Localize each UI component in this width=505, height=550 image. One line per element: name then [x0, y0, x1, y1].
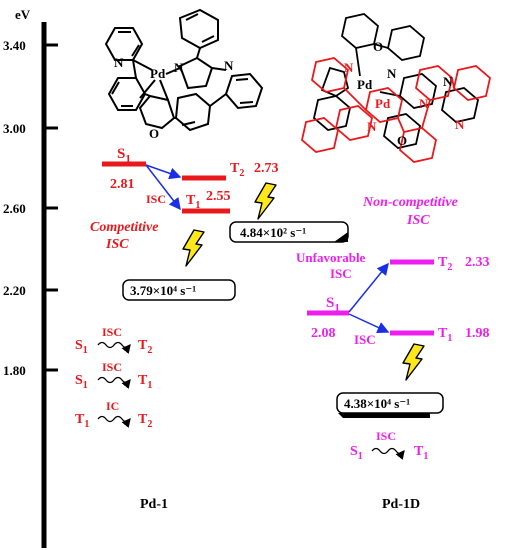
pd1d-t2-label: T2 [438, 255, 452, 273]
atom-n-label: N [443, 74, 453, 89]
pd1d-noncompetitive-label: Non-competitive [362, 195, 458, 210]
atom-n-label: N [367, 119, 377, 134]
pd1-rate-t2-box: 4.84×10² s⁻¹ [229, 221, 349, 243]
wavy-arrow-icon [97, 341, 131, 354]
lightning-icon [182, 229, 205, 267]
pd1-isc-label: ISC [146, 192, 166, 206]
pd1-competitive-isc-label: ISC [105, 237, 129, 252]
axis-tick-label: 2.20 [3, 283, 26, 298]
axis-tick: 2.20 [3, 283, 58, 298]
pd1d-t1-value: 1.98 [465, 326, 490, 341]
pd1-compound-name: Pd-1 [140, 497, 168, 512]
pd1-rate-t1-box: 3.79×10⁴ s⁻¹ [122, 279, 236, 301]
pd1-isc-arrow-t2 [145, 164, 182, 180]
pd1d-noncompetitive-isc-label: ISC [406, 213, 430, 228]
pd1-t2-value: 2.73 [254, 161, 279, 176]
pd1d-isc-arrow-t2 [348, 262, 389, 313]
pd1-molecule-atoms: N Pd N N O [114, 55, 234, 141]
pd1d-t1-label: T1 [438, 326, 452, 344]
atom-pd-label: Pd [375, 96, 391, 111]
svg-text:S1: S1 [75, 373, 88, 391]
atom-n-label: N [174, 60, 184, 75]
atom-o-label: O [373, 39, 383, 54]
wavy-arrow-icon [371, 447, 405, 460]
pd1-t2-label: T2 [230, 161, 244, 179]
pd1d-t1-level: T1 1.98 [390, 326, 490, 344]
pd1d-molecule-atoms: O Pd N N O Pd N N N N [344, 39, 465, 148]
atom-n-label: N [224, 58, 234, 73]
legend-process-label: ISC [376, 429, 396, 443]
pd1d-isc-arrow-t1 [348, 313, 390, 334]
axis-tick: 2.60 [3, 201, 58, 216]
pd1d-t2-level: T2 2.33 [390, 255, 490, 273]
pd1d-isc-label: ISC [354, 332, 376, 347]
pd1d-t2-value: 2.33 [465, 255, 490, 270]
pd1d-molecule-structure [301, 13, 491, 163]
pd1d-rate-t1: 4.38×10⁴ s⁻¹ [344, 396, 410, 411]
pd1-t2-level: T2 2.73 [182, 161, 279, 181]
svg-text:T2: T2 [138, 412, 152, 430]
axis-tick: 3.40 [3, 38, 58, 53]
atom-o-label: O [397, 133, 407, 148]
pd1-t1-value: 2.55 [206, 189, 231, 204]
wavy-arrow-icon [97, 376, 131, 389]
atom-n-label: N [344, 60, 354, 75]
pd1d-s1-level: S1 2.08 [307, 295, 349, 341]
pd1-rate-t1: 3.79×10⁴ s⁻¹ [130, 283, 196, 298]
pd1-competitive-label: Competitive [90, 220, 158, 235]
atom-n-label: N [387, 66, 397, 81]
pd1d-s1-value: 2.08 [311, 326, 336, 341]
legend-process-label: ISC [102, 325, 122, 339]
energy-axis: eV 3.40 3.00 2.60 2.20 1.80 [3, 7, 58, 548]
svg-text:S1: S1 [75, 338, 88, 356]
axis-tick: 1.80 [3, 363, 58, 378]
svg-text:T2: T2 [138, 338, 152, 356]
atom-n-label: N [419, 96, 429, 111]
axis-tick: 3.00 [3, 121, 58, 136]
pd1-legend-item: T1 IC T2 [75, 399, 152, 430]
pd1-s1-value: 2.81 [110, 177, 135, 192]
svg-text:T1: T1 [138, 373, 152, 391]
axis-unit-label: eV [15, 7, 31, 22]
axis-tick-label: 3.00 [3, 121, 26, 136]
svg-text:S1: S1 [350, 444, 363, 462]
axis-tick-label: 2.60 [3, 201, 26, 216]
lightning-icon [254, 182, 277, 220]
pd1-s1-level: S1 2.81 [102, 146, 146, 192]
pd1-legend-item: S1 ISC T2 [75, 325, 152, 356]
atom-pd-label: Pd [150, 66, 166, 81]
pd1-isc-arrow-t1 [145, 164, 181, 211]
pd1d-compound-name: Pd-1D [382, 497, 420, 512]
pd1-t1-level: T1 2.55 [182, 189, 231, 214]
legend-process-label: ISC [102, 360, 122, 374]
pd1-legend-item: S1 ISC T1 [75, 360, 152, 391]
pd1d-unfavorable-label: Unfavorable [296, 250, 366, 265]
pd1d-unfavorable-isc-label: ISC [330, 266, 352, 281]
axis-tick-label: 3.40 [3, 38, 26, 53]
pd1-rate-t2: 4.84×10² s⁻¹ [240, 225, 306, 240]
atom-n-label: N [114, 55, 124, 70]
atom-o-label: O [149, 126, 159, 141]
atom-n-label: N [455, 117, 465, 132]
legend-process-label: IC [106, 399, 119, 413]
pd1d-legend-item: S1 ISC T1 [350, 429, 428, 462]
atom-pd-label: Pd [357, 77, 373, 92]
svg-text:T1: T1 [414, 444, 428, 462]
axis-tick-label: 1.80 [3, 363, 26, 378]
pd1d-rate-t1-box: 4.38×10⁴ s⁻¹ [336, 392, 444, 418]
svg-text:T1: T1 [75, 412, 89, 430]
pd1-t1-label: T1 [186, 193, 200, 211]
pd1-s1-label: S1 [117, 146, 131, 165]
pd1-molecule-structure [104, 8, 264, 132]
pd1d-s1-label: S1 [326, 295, 340, 314]
lightning-icon [402, 343, 425, 381]
wavy-arrow-icon [97, 415, 131, 428]
